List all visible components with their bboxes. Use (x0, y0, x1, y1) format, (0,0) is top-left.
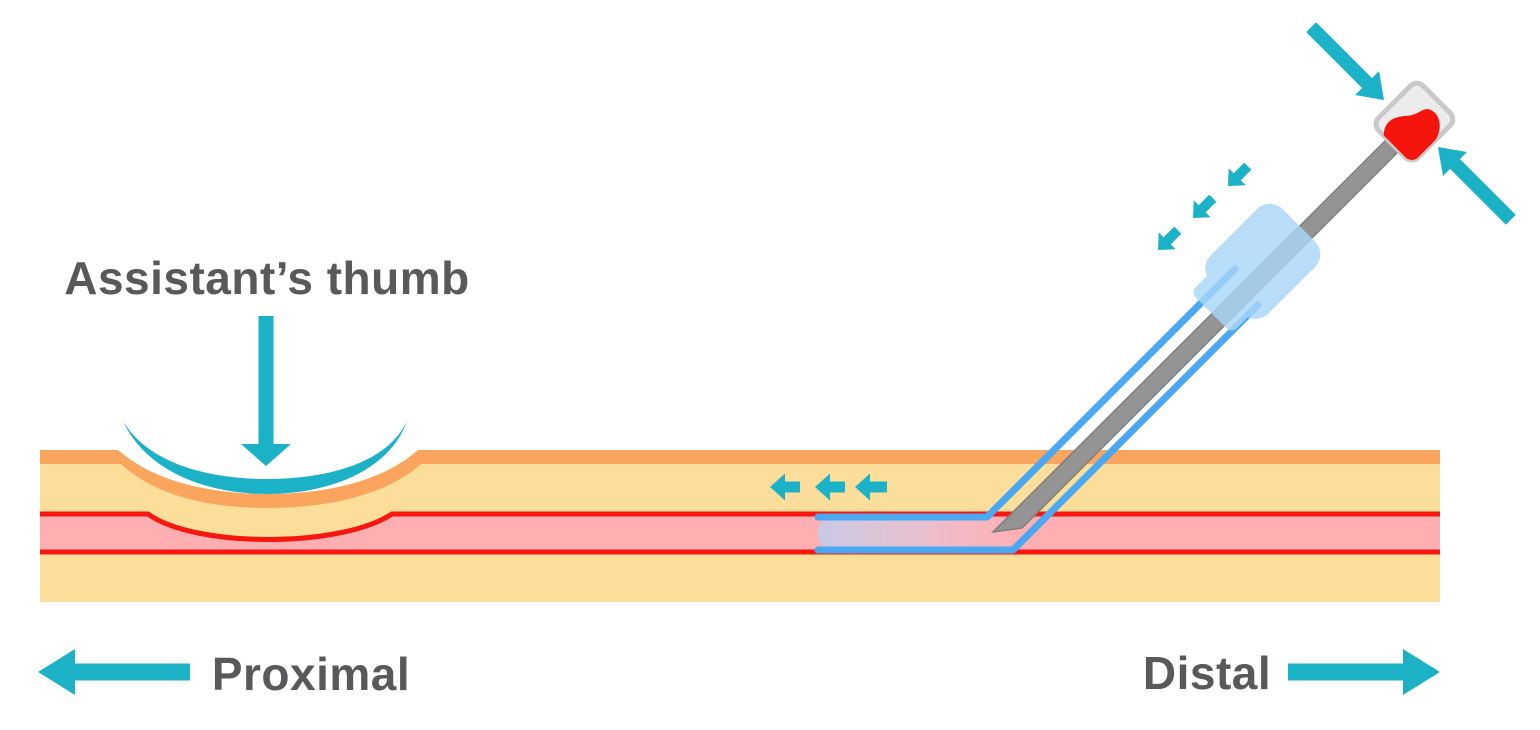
flashback-chamber (1373, 80, 1456, 164)
down-left-arrow-icon (1228, 162, 1252, 186)
catheter-hub-body (1205, 203, 1321, 319)
thumb-depression (118, 450, 418, 494)
diagonal-arrow-icon (1438, 147, 1516, 225)
down-arrow-icon (241, 316, 291, 466)
catheter-hub (1193, 203, 1321, 331)
proximal-label: Proximal (211, 648, 411, 700)
thumb-nail-crescent (123, 421, 407, 494)
down-left-arrow-icon (1193, 194, 1217, 218)
down-left-arrow-icon (1158, 226, 1182, 250)
catheter-tube (814, 265, 1262, 554)
vessel-wall-top (40, 511, 1440, 542)
left-arrow-icon (770, 473, 800, 501)
assistants-thumb-label: Assistant’s thumb (64, 252, 470, 304)
catheter-advance-arrows (1158, 162, 1252, 250)
diagonal-arrow-icon (1306, 22, 1384, 100)
skin-surface (40, 450, 1440, 508)
vessel-lumen (40, 516, 1440, 552)
direction-arrows (38, 649, 1440, 695)
catheter-interior (818, 517, 1012, 550)
catheter-wall-top (814, 265, 1239, 521)
distal-label: Distal (1142, 647, 1272, 699)
assistant-thumb-press (123, 316, 407, 494)
proximal-arrow-icon (38, 649, 190, 695)
flow-arrows (770, 473, 887, 501)
catheter-wall-bottom (814, 301, 1262, 554)
tissue-band (40, 450, 1440, 602)
left-arrow-icon (815, 473, 845, 501)
catheter-hub-neck (1193, 274, 1250, 331)
left-arrow-icon (855, 473, 887, 501)
distal-arrow-icon (1288, 649, 1440, 695)
flashback-blood (1383, 109, 1440, 164)
needle-stabilize-arrows (1306, 22, 1516, 225)
